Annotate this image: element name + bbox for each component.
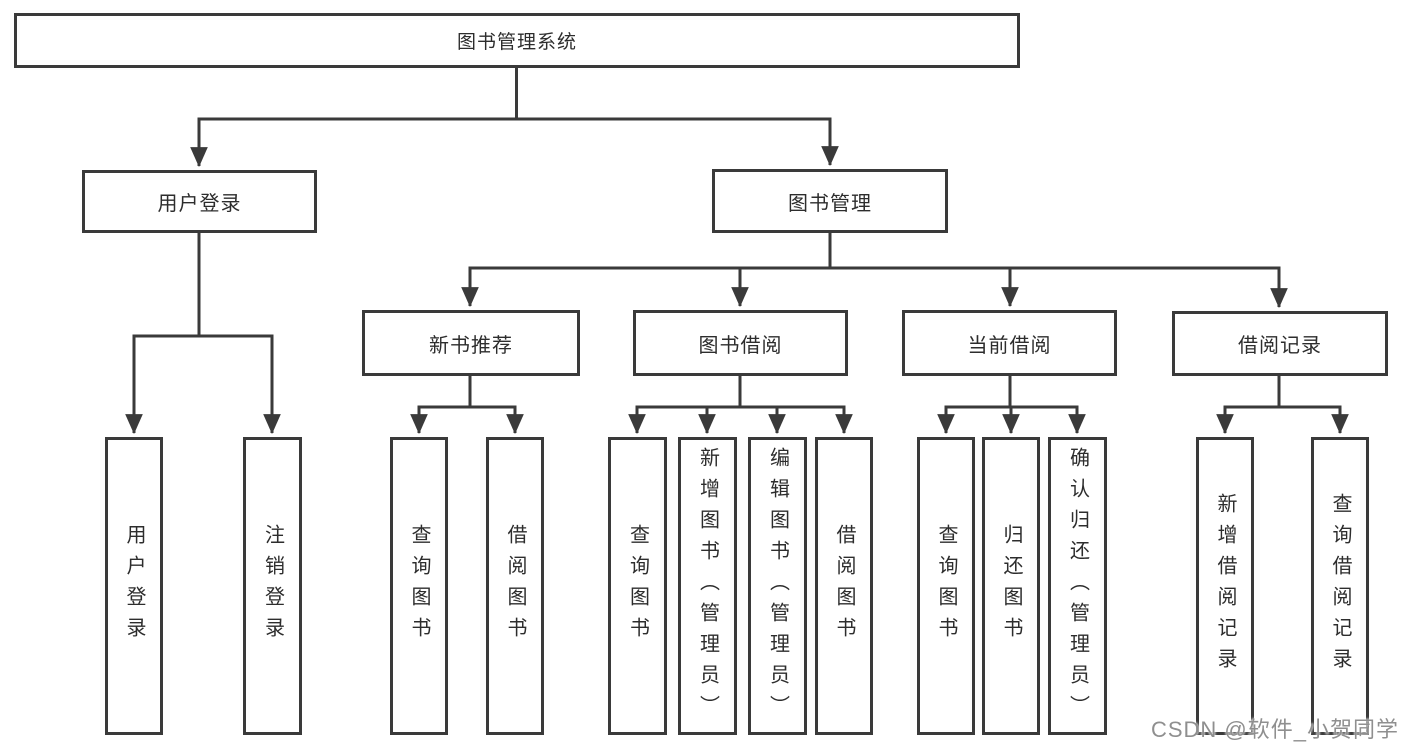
node-book-borrow: 图书借阅 <box>633 310 848 376</box>
leaf-bb-edit-books-admin: 编辑图书（管理员） <box>748 437 807 735</box>
leaf-cb-return-books: 归还图书 <box>982 437 1040 735</box>
node-system-root: 图书管理系统 <box>14 13 1020 68</box>
leaf-br-add-record-label: 新增借阅记录 <box>1214 493 1236 679</box>
leaf-bb-query-books: 查询图书 <box>608 437 667 735</box>
leaf-logout: 注销登录 <box>243 437 302 735</box>
leaf-nb-borrow-books-label: 借阅图书 <box>504 524 526 648</box>
leaf-cb-query-books: 查询图书 <box>917 437 975 735</box>
node-user-login: 用户登录 <box>82 170 317 233</box>
leaf-logout-label: 注销登录 <box>261 524 284 648</box>
leaf-cb-query-books-label: 查询图书 <box>935 524 957 648</box>
leaf-br-add-record: 新增借阅记录 <box>1196 437 1254 735</box>
csdn-watermark: CSDN @软件_小贺同学 <box>1150 717 1399 742</box>
leaf-nb-query-books-label: 查询图书 <box>408 524 430 648</box>
leaf-user-login-label: 用户登录 <box>123 524 145 648</box>
node-book-management: 图书管理 <box>712 169 948 233</box>
leaf-nb-borrow-books: 借阅图书 <box>486 437 544 735</box>
leaf-br-query-record-label: 查询借阅记录 <box>1329 493 1351 679</box>
leaf-bb-add-books-admin-label: 新增图书（管理员） <box>696 446 719 726</box>
leaf-cb-return-books-label: 归还图书 <box>1000 524 1022 648</box>
leaf-bb-edit-books-admin-label: 编辑图书（管理员） <box>766 446 789 726</box>
leaf-bb-add-books-admin: 新增图书（管理员） <box>678 437 737 735</box>
leaf-cb-confirm-return-admin-label: 确认归还（管理员） <box>1066 446 1089 726</box>
leaf-bb-borrow-books: 借阅图书 <box>815 437 873 735</box>
leaf-nb-query-books: 查询图书 <box>390 437 448 735</box>
node-new-book-recommend: 新书推荐 <box>362 310 580 376</box>
leaf-user-login: 用户登录 <box>105 437 163 735</box>
leaf-br-query-record: 查询借阅记录 <box>1311 437 1369 735</box>
leaf-bb-borrow-books-label: 借阅图书 <box>833 524 855 648</box>
leaf-cb-confirm-return-admin: 确认归还（管理员） <box>1048 437 1107 735</box>
node-borrow-records: 借阅记录 <box>1172 311 1388 376</box>
leaf-bb-query-books-label: 查询图书 <box>626 524 649 648</box>
node-current-borrow: 当前借阅 <box>902 310 1117 376</box>
